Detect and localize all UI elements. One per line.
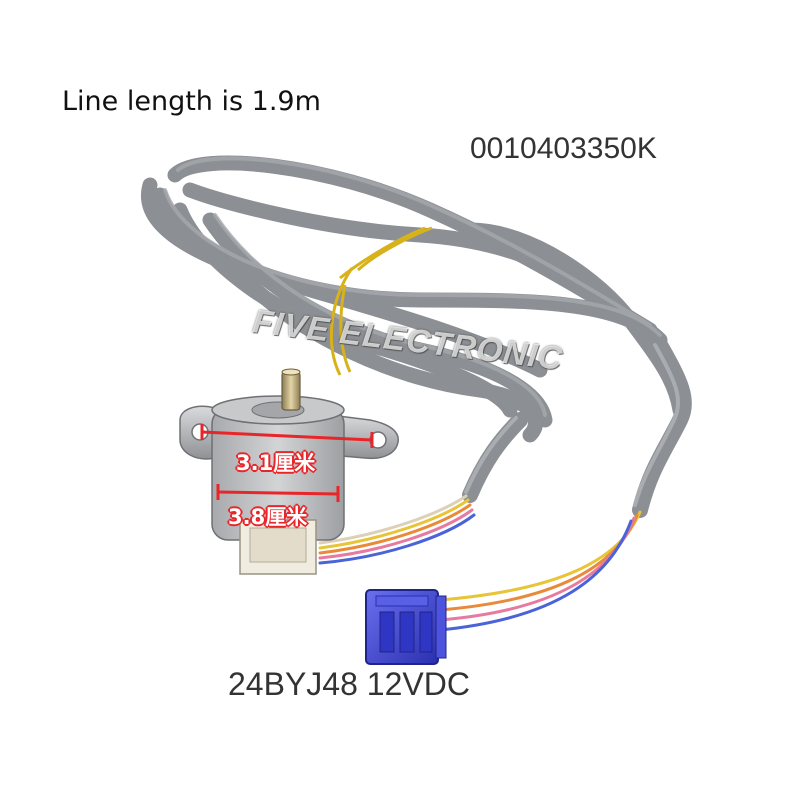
wires-left: [318, 494, 476, 565]
cable-right: [632, 337, 692, 518]
model-spec-caption: 24BYJ48 12VDC: [228, 666, 470, 702]
blue-connector: [365, 589, 447, 665]
height-dimension-label: 3.8厘米: [228, 505, 308, 529]
motor-shaft: [281, 368, 301, 411]
dimension-markers: [200, 424, 374, 502]
line-length-caption: Line length is 1.9m: [62, 86, 321, 117]
cable-left: [462, 412, 528, 503]
motor-body: [211, 395, 345, 575]
wires-right: [438, 510, 642, 632]
part-number-caption: 0010403350K: [470, 132, 657, 165]
rubber-band: [329, 226, 433, 376]
width-dimension-label: 3.1厘米: [236, 451, 316, 475]
cable-coil: [141, 155, 688, 443]
